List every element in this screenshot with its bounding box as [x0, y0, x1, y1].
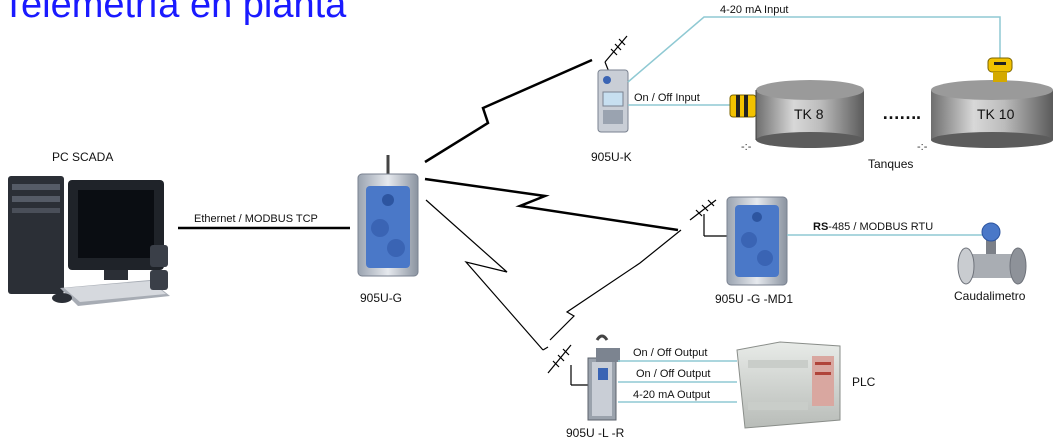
radio-link-905u-l-r [425, 199, 544, 351]
input-4-20ma-label: 4-20 mA Input [720, 4, 789, 16]
output-4-20ma-label: 4-20 mA Output [633, 389, 711, 401]
radar-sensor-icon [987, 57, 1013, 82]
level-switch-icon [729, 94, 757, 118]
onoff-output-1-label: On / Off Output [633, 347, 708, 359]
rs485-label-rest: -485 / MODBUS RTU [828, 221, 934, 233]
modem-905u-k-icon [597, 69, 629, 133]
onoff-output-2-label: On / Off Output [636, 368, 711, 380]
flow-meter-icon [957, 222, 1027, 285]
page-title: Telemetría en planta [2, 0, 347, 26]
svg-text:-:-: -:- [917, 141, 928, 153]
tank-tk8-icon [755, 80, 864, 148]
plc-icon [736, 341, 841, 429]
svg-text:-:-: -:- [741, 141, 752, 153]
modem-905u-g-icon [357, 155, 419, 277]
antenna-icon [689, 199, 727, 237]
signal-4-20ma-input [627, 16, 1001, 83]
radio-link-md1-to-lr [549, 229, 682, 341]
tanques-label: Tanques [868, 157, 914, 171]
gateway-label: 905U-G [360, 291, 403, 305]
pc-scada-label: PC SCADA [52, 150, 114, 164]
pc-scada-icon [8, 176, 170, 306]
onoff-input-label: On / Off Input [634, 92, 700, 104]
radio-link-905u-g-md1 [424, 177, 679, 232]
radio-link-905u-k [424, 58, 593, 164]
caudalimetro-label: Caudalimetro [954, 289, 1026, 303]
antenna-icon [547, 344, 588, 386]
antenna-icon [604, 35, 628, 73]
modem-905u-l-r-icon [587, 334, 620, 421]
modem-905u-g-md1-icon [726, 196, 788, 286]
tk8-label: TK 8 [794, 106, 824, 122]
ethernet-label: Ethernet / MODBUS TCP [194, 213, 318, 225]
rs485-label-bold: RS [813, 221, 829, 233]
rs485-label: RS-485 / MODBUS RTU [813, 221, 933, 233]
tank-tk10-icon [931, 80, 1053, 148]
tank-ellipsis: ……. [882, 103, 921, 123]
905u-g-md1-label: 905U -G -MD1 [715, 292, 794, 306]
plc-label: PLC [852, 375, 876, 389]
tk10-label: TK 10 [977, 106, 1015, 122]
905u-k-label: 905U-K [591, 150, 632, 164]
905u-l-r-label: 905U -L -R [566, 426, 625, 440]
